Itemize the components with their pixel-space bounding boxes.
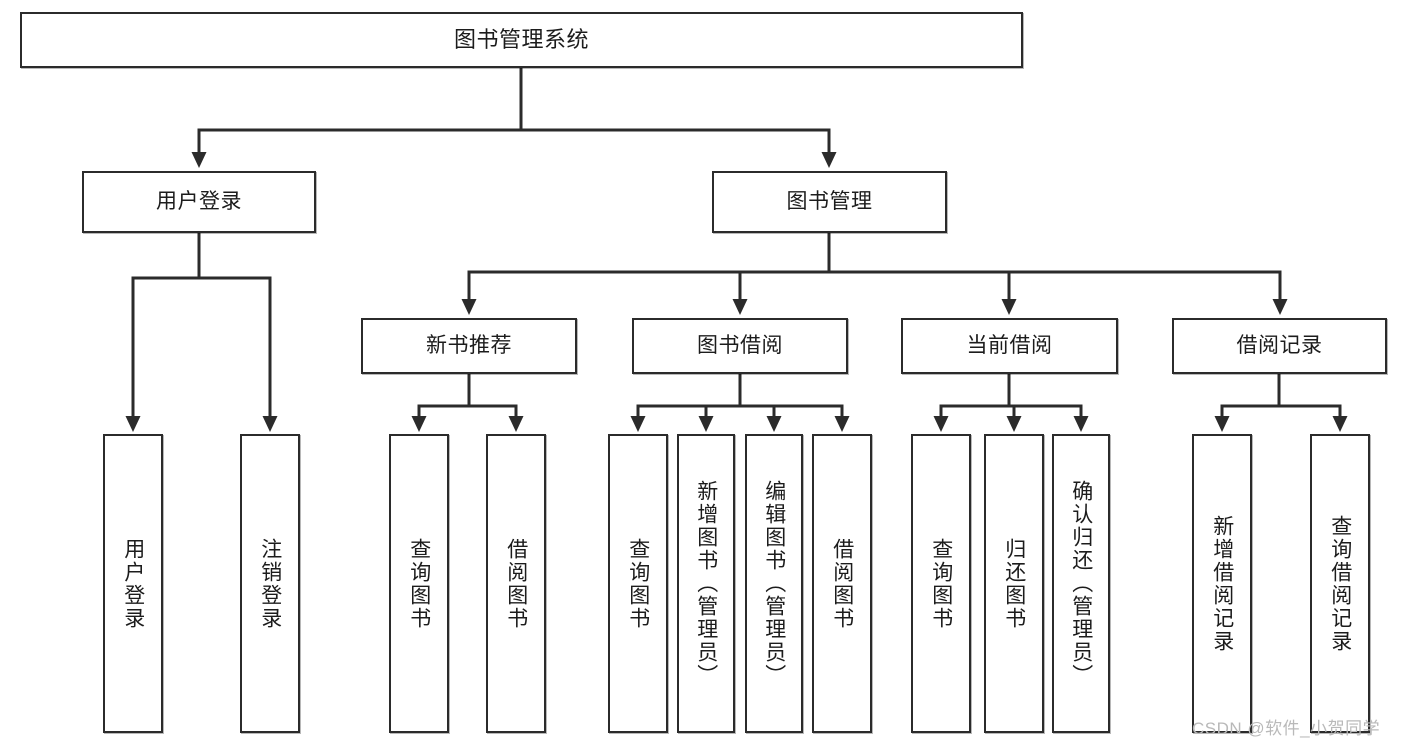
arrow-leaf-add-book [698, 404, 714, 432]
node-leaf-confirm-return-admin[interactable]: 确认归还（管理员） [1052, 434, 1110, 733]
arrow-leaf-user-login [125, 276, 141, 432]
arrow-leaf-q-book-bor-head [630, 416, 646, 432]
node-label-leaf-logout: 注销登录 [258, 537, 282, 630]
arrow-leaf-q-book-cur [933, 404, 949, 432]
arrow-book-borrow-head [732, 299, 748, 315]
node-user-login[interactable]: 用户登录 [82, 171, 316, 233]
arrow-book-borrow [732, 270, 748, 315]
node-label-root: 图书管理系统 [453, 26, 589, 52]
node-leaf-query-book-bor[interactable]: 查询图书 [608, 434, 668, 733]
node-label-book-manage: 图书管理 [786, 190, 873, 214]
node-label-borrow-record: 借阅记录 [1236, 334, 1323, 358]
node-label-book-borrow: 图书借阅 [697, 334, 783, 358]
node-leaf-query-record[interactable]: 查询借阅记录 [1310, 434, 1370, 733]
node-leaf-logout[interactable]: 注销登录 [240, 434, 300, 733]
node-label-new-book-recommend: 新书推荐 [426, 334, 512, 358]
node-label-user-login: 用户登录 [156, 190, 242, 214]
node-leaf-add-book-admin[interactable]: 新增图书（管理员） [677, 434, 735, 733]
node-label-leaf-return-book: 归还图书 [1002, 537, 1026, 630]
arrow-leaf-user-login-head [125, 416, 141, 432]
arrow-leaf-confirm-head [1073, 416, 1089, 432]
node-leaf-user-login[interactable]: 用户登录 [103, 434, 163, 733]
arrow-leaf-b-book-rec [508, 404, 524, 432]
arrow-leaf-logout-head [262, 416, 278, 432]
connector-rails [131, 66, 1342, 408]
node-current-borrow[interactable]: 当前借阅 [901, 318, 1118, 374]
arrow-leaf-b-book-bor [834, 404, 850, 432]
arrow-borrow-record-head [1272, 299, 1288, 315]
node-borrow-record[interactable]: 借阅记录 [1172, 318, 1387, 374]
arrow-leaf-q-book-cur-head [933, 416, 949, 432]
arrow-borrow-record [1272, 270, 1288, 315]
node-leaf-add-record[interactable]: 新增借阅记录 [1192, 434, 1252, 733]
node-label-leaf-query-book-bor: 查询图书 [626, 537, 650, 630]
arrow-leaf-edit-book-head [766, 416, 782, 432]
node-leaf-borrow-book-rec[interactable]: 借阅图书 [486, 434, 546, 733]
arrow-leaf-add-record [1214, 404, 1230, 432]
arrow-book-manage-head [821, 152, 837, 168]
arrow-recommend [461, 270, 477, 315]
node-label-leaf-confirm-return-admin: 确认归还（管理员） [1069, 480, 1093, 687]
node-new-book-recommend[interactable]: 新书推荐 [361, 318, 577, 374]
arrow-leaf-add-book-head [698, 416, 714, 432]
connector-arrows [125, 128, 1348, 432]
node-label-leaf-edit-book-admin: 编辑图书（管理员） [762, 480, 786, 687]
node-label-leaf-query-record: 查询借阅记录 [1328, 514, 1352, 653]
arrow-leaf-b-book-bor-head [834, 416, 850, 432]
arrow-leaf-return-head [1006, 416, 1022, 432]
arrow-leaf-q-book-rec-head [411, 416, 427, 432]
arrow-leaf-q-book-rec [411, 404, 427, 432]
arrow-current-borrow [1001, 270, 1017, 315]
arrow-current-borrow-head [1001, 299, 1017, 315]
node-root[interactable]: 图书管理系统 [20, 12, 1023, 68]
node-leaf-query-book-rec[interactable]: 查询图书 [389, 434, 449, 733]
arrow-leaf-confirm [1073, 404, 1089, 432]
arrow-leaf-add-record-head [1214, 416, 1230, 432]
node-label-leaf-add-record: 新增借阅记录 [1210, 514, 1234, 653]
node-leaf-query-book-cur[interactable]: 查询图书 [911, 434, 971, 733]
node-label-leaf-query-book-rec: 查询图书 [407, 537, 431, 630]
node-label-leaf-add-book-admin: 新增图书（管理员） [694, 480, 718, 687]
arrow-leaf-q-record [1332, 404, 1348, 432]
arrow-leaf-return [1006, 404, 1022, 432]
arrow-leaf-logout [262, 276, 278, 432]
node-leaf-borrow-book-bor[interactable]: 借阅图书 [812, 434, 872, 733]
arrow-leaf-edit-book [766, 404, 782, 432]
arrow-leaf-q-record-head [1332, 416, 1348, 432]
node-label-leaf-user-login: 用户登录 [121, 537, 145, 630]
node-label-leaf-borrow-book-bor: 借阅图书 [830, 537, 854, 630]
node-label-current-borrow: 当前借阅 [966, 334, 1053, 358]
node-leaf-return-book[interactable]: 归还图书 [984, 434, 1044, 733]
arrow-book-manage [821, 128, 837, 168]
node-leaf-edit-book-admin[interactable]: 编辑图书（管理员） [745, 434, 803, 733]
arrow-recommend-head [461, 299, 477, 315]
arrow-user-login [191, 128, 207, 168]
node-book-borrow[interactable]: 图书借阅 [632, 318, 848, 374]
arrow-user-login-head [191, 152, 207, 168]
node-label-leaf-borrow-book-rec: 借阅图书 [504, 537, 528, 630]
node-book-manage[interactable]: 图书管理 [712, 171, 947, 233]
node-label-leaf-query-book-cur: 查询图书 [929, 537, 953, 630]
arrow-leaf-q-book-bor [630, 404, 646, 432]
arrow-leaf-b-book-rec-head [508, 416, 524, 432]
